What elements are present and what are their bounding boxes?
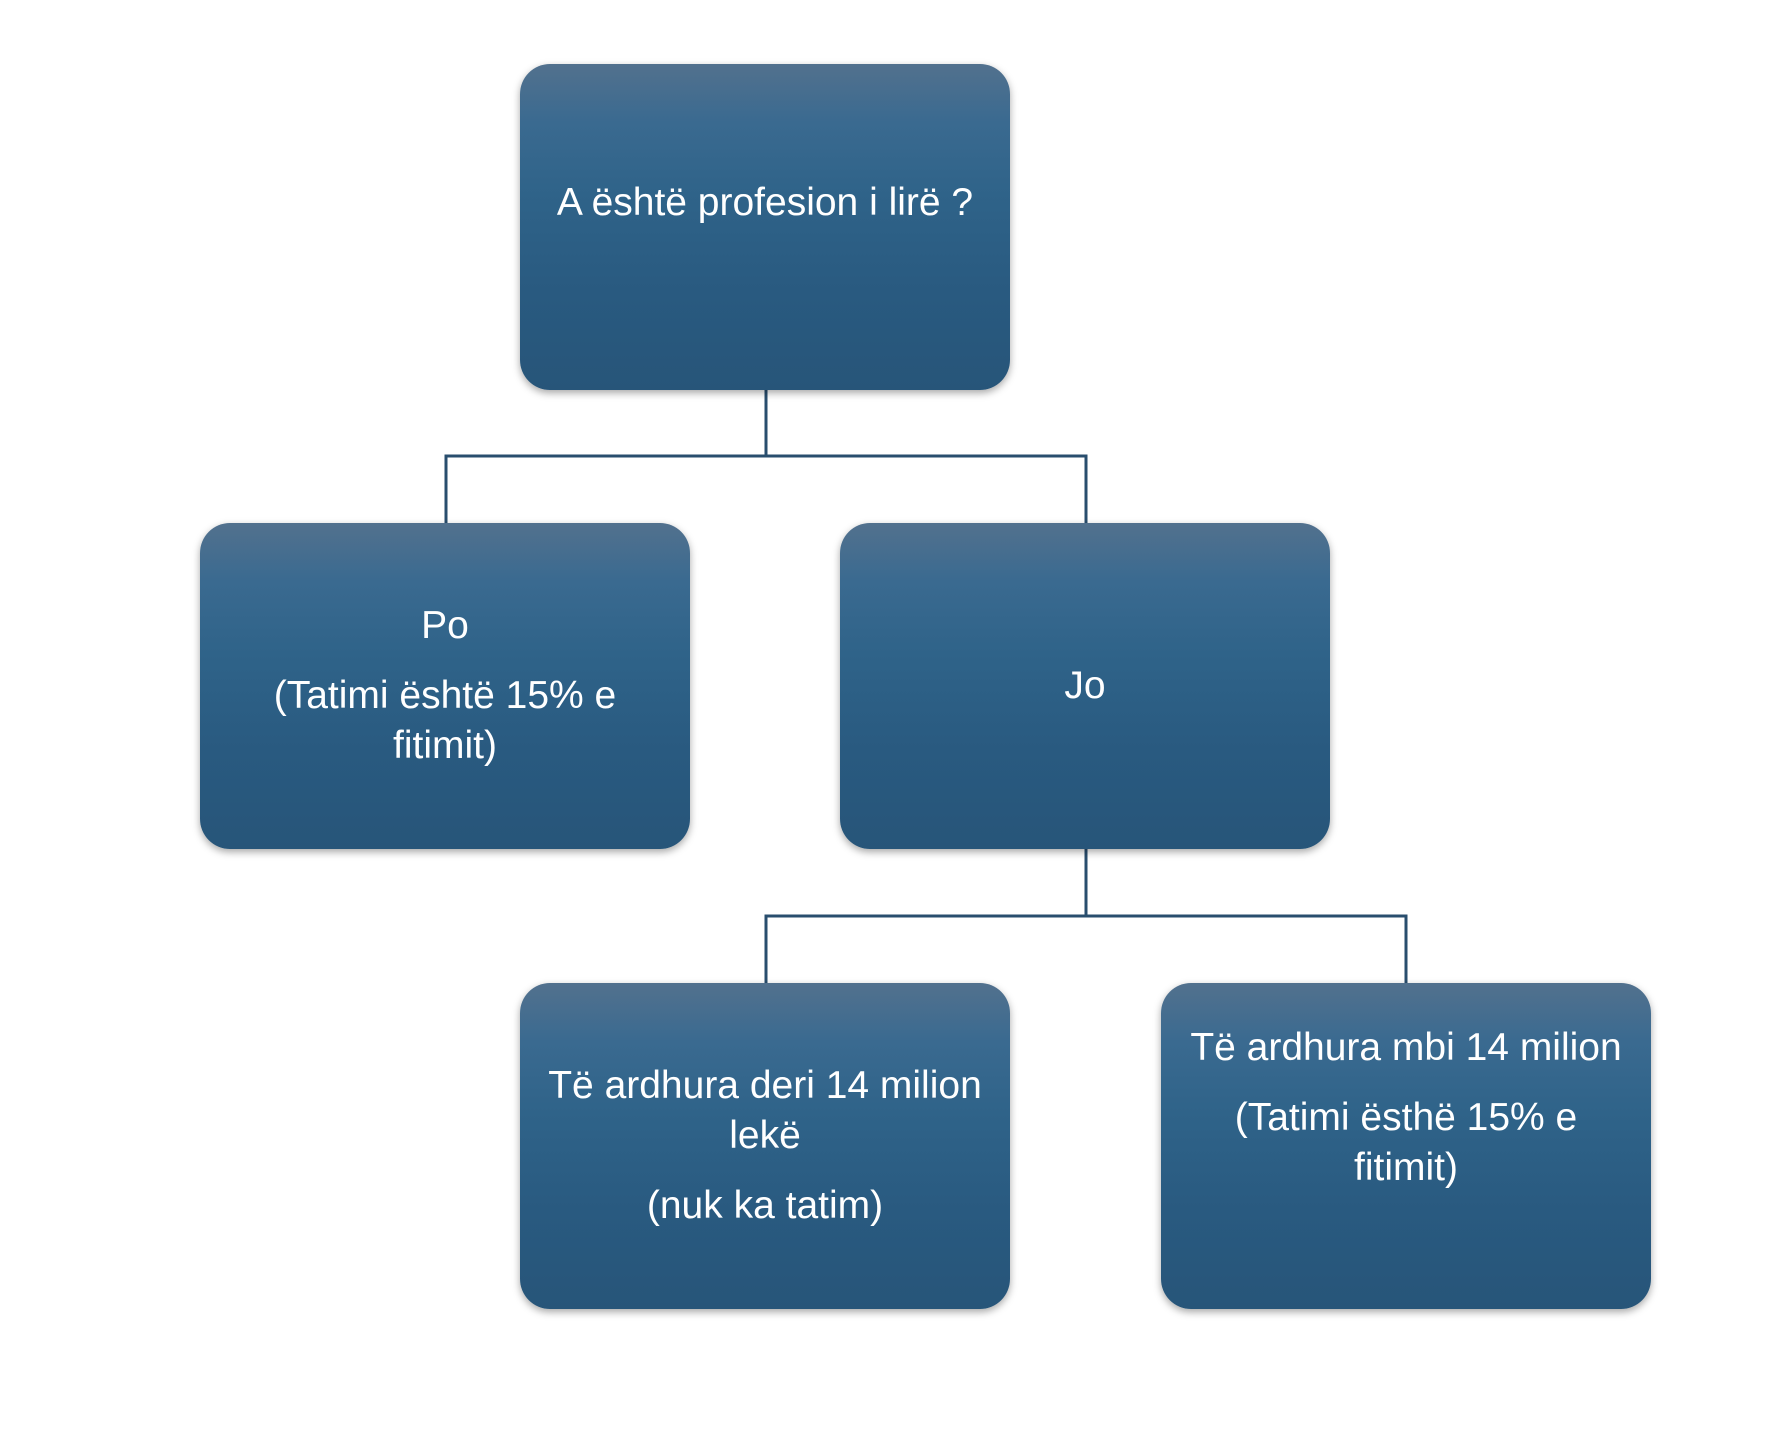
connector-root-to-jo [766,454,1088,523]
node-po-title: Po [421,604,469,648]
connector-jo-to-mbi [1086,914,1408,983]
node-te-ardhura-mbi-14-milion: Të ardhura mbi 14 milion (Tatimi ësthë 1… [1161,983,1651,1309]
node-jo-title: Jo [1064,664,1106,708]
connector-jo-to-deri [764,849,1088,983]
node-te-ardhura-deri-14-milion: Të ardhura deri 14 milion lekë (nuk ka t… [520,983,1010,1309]
connector-root-to-po [444,390,768,523]
node-jo: Jo [840,523,1330,849]
node-root-text: A është profesion i lirë ? [556,181,974,225]
node-deri-detail: (nuk ka tatim) [646,1183,884,1227]
node-question-profesion-i-lire: A është profesion i lirë ? [520,64,1010,390]
node-mbi-detail: (Tatimi ësthë 15% e fitimit) [1234,1095,1578,1189]
node-po: Po (Tatimi është 15% e fitimit) [200,523,690,849]
node-deri-title: Të ardhura deri 14 milion lekë [548,1064,982,1158]
node-mbi-title: Të ardhura mbi 14 milion [1190,1026,1622,1069]
node-po-detail: (Tatimi është 15% e fitimit) [273,674,617,767]
